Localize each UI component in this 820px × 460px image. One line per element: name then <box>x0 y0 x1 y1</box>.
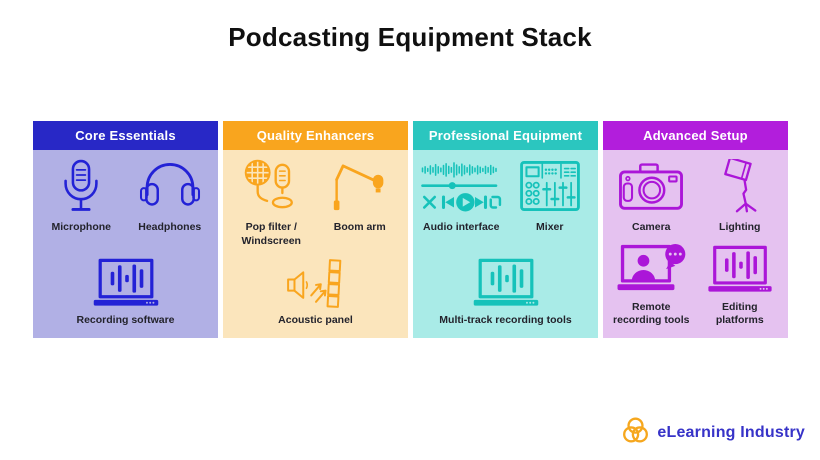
column-body: Microphone Headphones <box>33 150 218 338</box>
column-header: Quality Enhancers <box>223 121 408 150</box>
item-label: Headphones <box>138 221 202 233</box>
item-microphone: Microphone <box>37 157 126 235</box>
item-editing-platforms: Editing platforms <box>696 245 785 328</box>
item-label: Camera <box>631 221 671 233</box>
microphone-icon <box>59 157 103 215</box>
item-remote-recording: Remote recording tools <box>607 243 696 328</box>
item-label: Remote recording tools <box>613 300 690 327</box>
equipment-columns: Core Essentials Microphone <box>33 121 788 338</box>
column-body: Camera Lighting <box>603 150 788 338</box>
logo-mark-icon <box>621 416 650 450</box>
item-multitrack-tools: Multi-track recording tools <box>417 258 594 328</box>
acoustic-panel-icon <box>284 258 348 308</box>
item-acoustic-panel: Acoustic panel <box>227 258 404 328</box>
item-row: Multi-track recording tools <box>417 258 594 328</box>
column-header-label: Core Essentials <box>75 128 176 143</box>
item-label: Boom arm <box>333 221 386 233</box>
item-boom-arm: Boom arm <box>316 157 405 248</box>
camera-icon <box>618 157 684 215</box>
page-title: Podcasting Equipment Stack <box>228 22 592 52</box>
item-label: Lighting <box>719 221 761 233</box>
column-core-essentials: Core Essentials Microphone <box>33 121 218 338</box>
item-row: Camera Lighting <box>607 157 784 235</box>
item-headphones: Headphones <box>126 157 215 235</box>
audio-player-icon <box>419 157 503 215</box>
item-label: Pop filter / Windscreen <box>241 221 301 247</box>
softbox-light-icon <box>717 157 763 215</box>
item-camera: Camera <box>607 157 696 235</box>
column-header: Core Essentials <box>33 121 218 150</box>
item-pop-filter: Pop filter / Windscreen <box>227 157 316 248</box>
laptop-person-icon <box>615 243 687 295</box>
mixer-icon <box>519 157 581 215</box>
item-row: Microphone Headphones <box>37 157 214 235</box>
laptop-waveform-icon <box>706 245 774 295</box>
column-professional-equipment: Professional Equipment <box>413 121 598 338</box>
boom-arm-icon <box>331 157 389 215</box>
item-recording-software: Recording software <box>37 258 214 328</box>
item-label: Audio interface <box>423 221 500 233</box>
laptop-waveform-icon <box>471 258 541 308</box>
column-header-label: Quality Enhancers <box>256 128 375 143</box>
column-body: Audio interface <box>413 150 598 338</box>
column-advanced-setup: Advanced Setup <box>603 121 788 338</box>
item-row: Pop filter / Windscreen Boom arm <box>227 157 404 248</box>
column-header: Professional Equipment <box>413 121 598 150</box>
item-row: Acoustic panel <box>227 258 404 328</box>
item-row: Remote recording tools <box>607 243 785 328</box>
headphones-icon <box>138 157 202 215</box>
column-header: Advanced Setup <box>603 121 788 150</box>
item-label: Recording software <box>76 314 175 327</box>
item-lighting: Lighting <box>696 157 785 235</box>
item-label: Acoustic panel <box>278 314 353 327</box>
column-body: Pop filter / Windscreen Boom arm <box>223 150 408 338</box>
item-label: Microphone <box>51 221 112 233</box>
item-label: Mixer <box>536 221 564 233</box>
item-label: Multi-track recording tools <box>439 314 572 327</box>
item-label: Editing platforms <box>715 300 764 327</box>
elearning-industry-logo: eLearning Industry <box>621 416 805 450</box>
pop-filter-icon <box>241 157 301 215</box>
column-header-label: Advanced Setup <box>643 128 748 143</box>
item-row: Recording software <box>37 258 214 328</box>
laptop-waveform-icon <box>91 258 161 308</box>
column-quality-enhancers: Quality Enhancers <box>223 121 408 338</box>
item-mixer: Mixer <box>506 157 595 235</box>
column-header-label: Professional Equipment <box>428 128 583 143</box>
item-row: Audio interface <box>417 157 594 235</box>
logo-text: eLearning Industry <box>657 424 805 441</box>
item-audio-interface: Audio interface <box>417 157 506 235</box>
